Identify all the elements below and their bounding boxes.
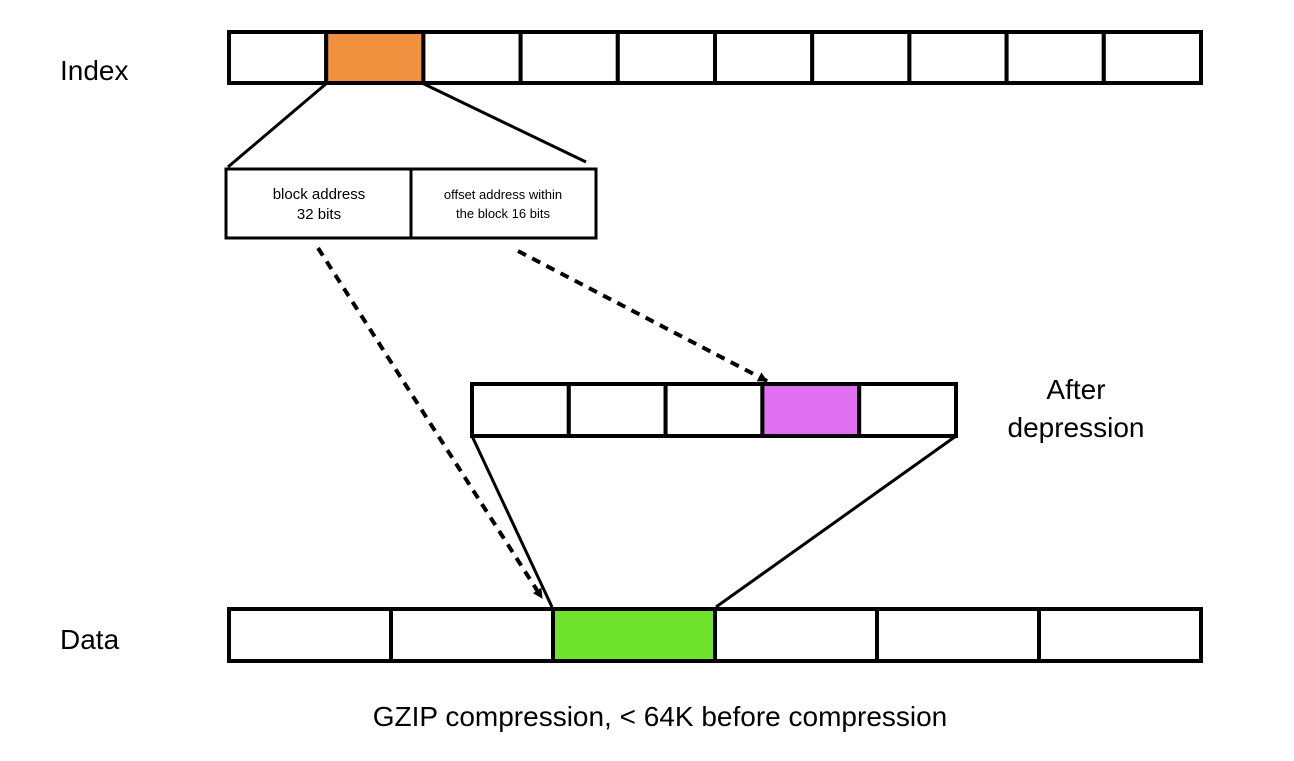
offset-address-field <box>409 167 598 240</box>
decompressed-row <box>470 382 959 438</box>
index-cell <box>1101 30 1204 85</box>
data-highlight-cell <box>551 607 717 663</box>
block-address-text-line1: block address <box>273 186 366 203</box>
block-address-arrow <box>316 246 544 600</box>
data-cell <box>875 607 1041 663</box>
after-decompression-label-line2: depression <box>1008 412 1145 443</box>
index-cell <box>907 30 1009 85</box>
index-cell <box>615 30 717 85</box>
index-cell <box>713 30 815 85</box>
decompressed-cell <box>663 382 765 438</box>
block-address-field <box>224 167 413 240</box>
index-label: Index <box>60 55 129 86</box>
decompress-line-right <box>715 434 957 609</box>
index-cell <box>1004 30 1106 85</box>
decompressed-cell <box>470 382 571 438</box>
after-decompression-label-line1: After <box>1046 374 1105 405</box>
data-cell <box>713 607 879 663</box>
block-address-text-line2: 32 bits <box>297 206 341 223</box>
compression-caption: GZIP compression, < 64K before compressi… <box>373 701 948 732</box>
data-cell <box>389 607 555 663</box>
data-label: Data <box>60 624 120 655</box>
offset-address-text-line1: offset address within <box>444 187 562 202</box>
decompressed-cell <box>857 382 959 438</box>
index-cell <box>421 30 523 85</box>
offset-address-text-line2: the block 16 bits <box>456 206 550 221</box>
decompressed-highlight-cell <box>760 382 862 438</box>
index-cell <box>518 30 620 85</box>
data-row <box>227 607 1203 663</box>
offset-address-arrow <box>517 249 768 383</box>
index-cell <box>227 30 329 85</box>
data-cell <box>227 607 393 663</box>
index-row <box>227 30 1204 85</box>
data-cell <box>1037 607 1203 663</box>
index-expand-line-right <box>421 81 587 164</box>
decompress-line-left <box>470 435 554 608</box>
decompressed-cell <box>566 382 668 438</box>
address-box: block address 32 bits offset address wit… <box>224 167 598 240</box>
index-expand-line-left <box>227 81 328 169</box>
index-highlight-cell <box>324 30 426 85</box>
index-cell <box>810 30 912 85</box>
